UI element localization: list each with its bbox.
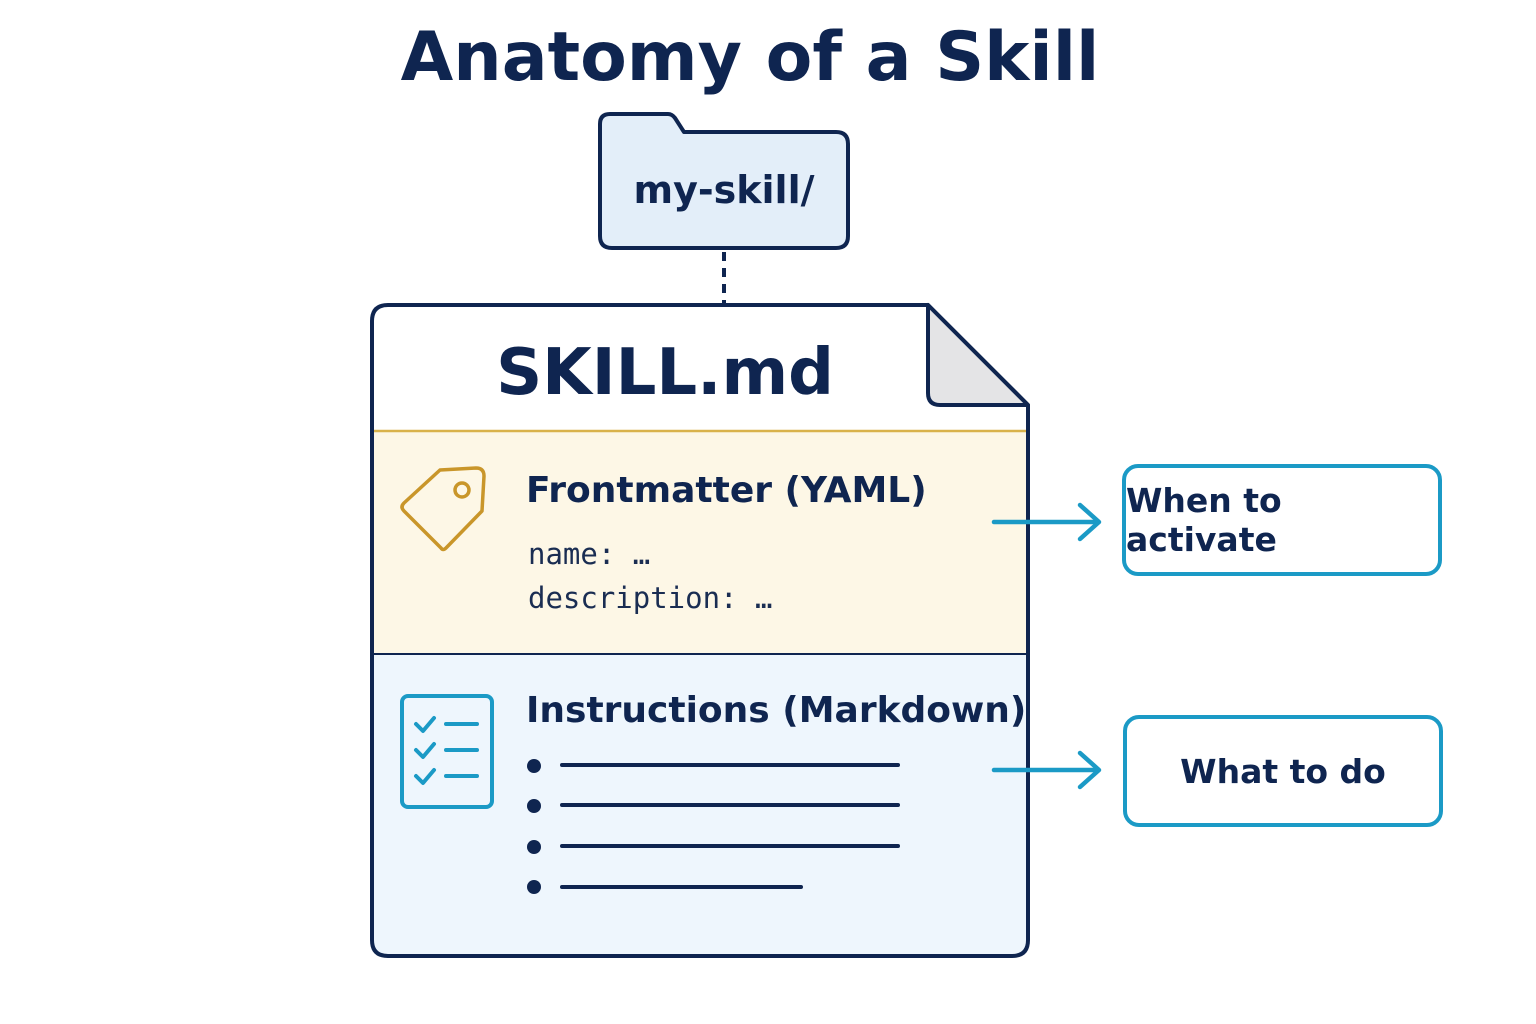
what-to-do-label: What to do [1180, 751, 1386, 791]
diagram-title: Anatomy of a Skill [400, 18, 1100, 97]
yaml-name-line: name: … [528, 537, 651, 571]
folder-label: my-skill/ [633, 168, 815, 212]
arrow-to-what-to-do [991, 750, 1102, 790]
bullet-dot [527, 840, 541, 854]
what-to-do-box: What to do [1123, 715, 1443, 827]
file-label: SKILL.md [496, 336, 834, 410]
bullet-dot [527, 880, 541, 894]
tag-icon [400, 466, 486, 552]
arrow-to-activate [991, 502, 1102, 542]
page-fold [926, 303, 1030, 407]
bullet-dot [527, 759, 541, 773]
frontmatter-title: Frontmatter (YAML) [526, 470, 927, 511]
bullet-dot [527, 799, 541, 813]
when-to-activate-box: When to activate [1122, 464, 1442, 576]
document-icon [370, 303, 1030, 958]
instructions-title: Instructions (Markdown) [526, 690, 1027, 731]
frontmatter-section [372, 431, 1026, 654]
folder-icon [598, 112, 850, 250]
yaml-description-line: description: … [528, 581, 773, 615]
when-to-activate-label: When to activate [1126, 481, 1282, 559]
checklist-icon [400, 694, 494, 809]
markdown-bullet-list [527, 759, 900, 894]
